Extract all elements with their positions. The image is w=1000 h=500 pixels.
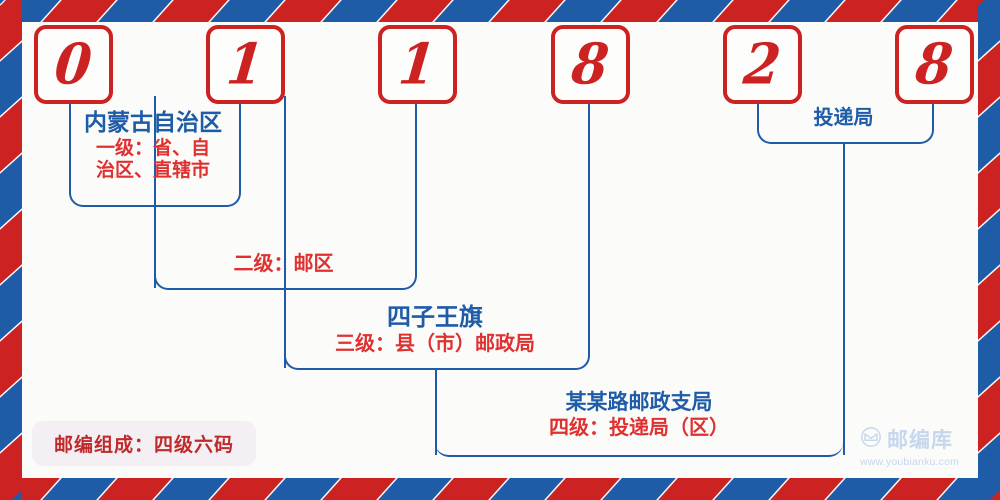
airmail-stripe	[0, 478, 60, 500]
digit-box-2[interactable]: 1	[206, 25, 285, 104]
stem-level-3	[435, 368, 437, 455]
airmail-stripe	[938, 0, 1000, 22]
bracket-level-4	[435, 300, 843, 457]
airmail-stripe	[994, 478, 1000, 500]
airmail-stripe	[0, 478, 4, 500]
airmail-stripe	[378, 0, 452, 22]
label-level-2-rule: 二级：邮区	[233, 253, 334, 275]
postcode-composition-badge: 邮编组成：四级六码	[32, 421, 257, 466]
label-level-1-rule-line2: 治区、直辖市	[95, 160, 210, 182]
watermark-url: www.youbianku.com	[860, 456, 960, 468]
digit-box-5[interactable]: 2	[723, 25, 802, 104]
airmail-stripe	[714, 0, 788, 22]
label-level-4-top: 投递局	[757, 106, 930, 129]
airmail-stripe	[882, 478, 956, 500]
digit-3: 1	[396, 31, 440, 97]
airmail-stripe	[0, 322, 22, 396]
airmail-stripe	[0, 154, 22, 228]
digit-box-6[interactable]: 8	[895, 25, 974, 104]
airmail-stripe	[0, 0, 22, 60]
airmail-stripe	[0, 378, 22, 452]
airmail-stripe	[826, 478, 900, 500]
bracket-level-4-top	[757, 96, 934, 144]
watermark: 邮编库 www.youbianku.com	[860, 424, 990, 468]
watermark-brand: 邮编库	[887, 428, 953, 452]
airmail-stripe	[546, 0, 620, 22]
airmail-stripe	[490, 478, 564, 500]
label-level-3-place: 四子王旗	[387, 302, 483, 331]
digit-box-4[interactable]: 8	[551, 25, 630, 104]
airmail-stripe	[0, 434, 22, 500]
label-level-1-place: 内蒙古自治区	[84, 109, 222, 136]
airmail-stripe	[994, 0, 1000, 22]
airmail-stripe	[770, 478, 844, 500]
stem-level-4-top	[843, 142, 845, 455]
label-level-3: 四子王旗 三级：县（市）邮政局	[284, 303, 586, 356]
digit-2: 1	[224, 31, 268, 97]
airmail-stripe	[978, 0, 1000, 60]
bracket-level-3	[284, 96, 590, 370]
digit-5: 2	[741, 31, 785, 97]
airmail-stripe	[0, 0, 4, 22]
airmail-stripe	[434, 478, 508, 500]
airmail-stripe	[154, 0, 228, 22]
airmail-stripe	[0, 210, 22, 284]
airmail-stripe	[770, 0, 844, 22]
label-level-4-rule: 四级：投递局（区）	[549, 417, 729, 440]
airmail-stripe	[978, 42, 1000, 116]
label-level-2: 二级：邮区	[154, 253, 413, 276]
airmail-stripe	[0, 0, 60, 22]
digit-1: 0	[52, 31, 96, 97]
digit-6: 8	[913, 31, 957, 97]
airmail-border-top	[0, 0, 1000, 22]
airmail-stripe	[434, 0, 508, 22]
airmail-stripe	[490, 0, 564, 22]
digit-4: 8	[569, 31, 613, 97]
airmail-stripe	[0, 42, 22, 116]
airmail-stripe	[322, 478, 396, 500]
airmail-stripe	[98, 478, 172, 500]
airmail-stripe	[658, 478, 732, 500]
airmail-stripe	[714, 478, 788, 500]
airmail-stripe	[978, 154, 1000, 228]
digit-box-1[interactable]: 0	[34, 25, 113, 104]
airmail-stripe	[978, 98, 1000, 172]
airmail-stripe	[210, 478, 284, 500]
airmail-stripe	[658, 0, 732, 22]
airmail-stripe	[378, 478, 452, 500]
airmail-stripe	[978, 0, 1000, 4]
airmail-stripe	[602, 0, 676, 22]
envelope-circle-icon	[860, 426, 882, 453]
airmail-stripe	[0, 98, 22, 172]
airmail-stripe	[978, 266, 1000, 340]
airmail-stripe	[98, 0, 172, 22]
airmail-stripe	[42, 478, 116, 500]
airmail-border-left	[0, 0, 22, 500]
airmail-stripe	[322, 0, 396, 22]
airmail-border-bottom	[0, 478, 1000, 500]
airmail-stripe	[42, 0, 116, 22]
label-level-1-rule-line1: 一级：省、自	[95, 138, 210, 160]
airmail-stripe	[602, 478, 676, 500]
airmail-stripe	[882, 0, 956, 22]
digit-box-3[interactable]: 1	[378, 25, 457, 104]
airmail-stripe	[154, 478, 228, 500]
airmail-stripe	[266, 478, 340, 500]
airmail-stripe	[0, 490, 22, 500]
airmail-stripe	[978, 322, 1000, 396]
airmail-stripe	[826, 0, 900, 22]
label-level-1: 内蒙古自治区 一级：省、自 治区、直辖市	[69, 109, 237, 182]
airmail-stripe	[210, 0, 284, 22]
label-level-4-place: 某某路邮政支局	[565, 389, 713, 414]
label-level-3-rule: 三级：县（市）邮政局	[335, 332, 535, 355]
airmail-stripe	[0, 0, 22, 4]
label-level-4: 某某路邮政支局 四级：投递局（区）	[435, 389, 843, 440]
airmail-stripe	[978, 210, 1000, 284]
airmail-stripe	[978, 490, 1000, 500]
label-level-4-top-place: 投递局	[813, 105, 874, 129]
airmail-stripe	[266, 0, 340, 22]
airmail-stripe	[0, 266, 22, 340]
airmail-stripe	[938, 478, 1000, 500]
airmail-stripe	[546, 478, 620, 500]
